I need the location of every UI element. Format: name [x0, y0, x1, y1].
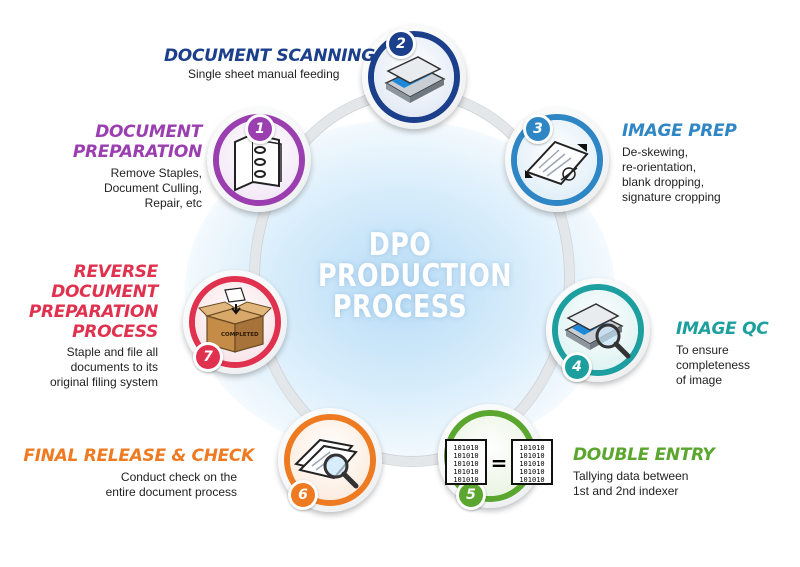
binary-row: 101010	[519, 452, 544, 460]
step-2-title: DOCUMENT SCANNING	[164, 46, 375, 66]
step-3-badge: 3	[523, 114, 553, 144]
step-3-title: IMAGE PREP	[622, 121, 737, 141]
step-3-desc-line: signature cropping	[622, 190, 721, 205]
step-7-title-line: PREPARATION	[29, 302, 158, 322]
step-1-badge: 1	[245, 114, 275, 144]
binary-row: 101010	[453, 468, 478, 476]
step-3-desc-line: De-skewing,	[622, 145, 721, 160]
step-3-description: De-skewing, re-orientation, blank droppi…	[622, 145, 721, 205]
binary-row: 101010	[453, 460, 478, 468]
binary-row: 101010	[453, 452, 478, 460]
step-3-title-line: IMAGE PREP	[622, 121, 737, 141]
binary-row: 101010	[453, 476, 478, 484]
step-1-desc-line: Remove Staples,	[104, 166, 202, 181]
step-2-badge: 2	[386, 29, 416, 59]
step-4-description: To ensure completeness of image	[676, 343, 750, 388]
completed-label: COMPLETED	[221, 332, 259, 338]
binary-compare-icon: 101010 101010 101010 101010 101010 = 101…	[444, 438, 554, 486]
step-6-circle: 6	[278, 408, 382, 512]
step-2-circle: 2	[362, 25, 466, 129]
step-6-desc-line: Conduct check on the	[106, 470, 237, 485]
binary-row: 101010	[453, 444, 478, 452]
center-title-line: PRODUCTION	[318, 261, 482, 292]
step-4-title-line: IMAGE QC	[676, 319, 768, 339]
center-title-line: DPO	[318, 230, 482, 261]
step-6-badge: 6	[288, 480, 318, 510]
step-6-title-line: FINAL RELEASE & CHECK	[23, 446, 254, 466]
step-2-title-line: DOCUMENT SCANNING	[164, 46, 375, 66]
step-1-circle: 1	[207, 108, 311, 212]
step-3-desc-line: re-orientation,	[622, 160, 721, 175]
step-3-circle: 3	[505, 108, 609, 212]
step-5-title-line: DOUBLE ENTRY	[573, 445, 714, 465]
step-7-description: Staple and file all documents to its ori…	[50, 345, 158, 390]
step-4-desc-line: of image	[676, 373, 750, 388]
step-4-title: IMAGE QC	[676, 319, 768, 339]
step-4-circle: 4	[546, 278, 650, 382]
step-7-title-line: DOCUMENT	[29, 282, 158, 302]
step-7-title-line: REVERSE	[29, 262, 158, 282]
step-7-title: REVERSE DOCUMENT PREPARATION PROCESS	[29, 262, 158, 342]
center-title-line: PROCESS	[318, 292, 482, 323]
step-1-title-line: PREPARATION	[73, 142, 202, 162]
step-5-desc-line: 1st and 2nd indexer	[573, 484, 688, 499]
step-1-description: Remove Staples, Document Culling, Repair…	[104, 166, 202, 211]
center-title: DPO PRODUCTION PROCESS	[318, 230, 482, 323]
step-5-description: Tallying data between 1st and 2nd indexe…	[573, 469, 688, 499]
step-6-description: Conduct check on the entire document pro…	[106, 470, 237, 500]
step-7-desc-line: documents to its	[50, 360, 158, 375]
step-6-desc-line: entire document process	[106, 485, 237, 500]
step-2-desc-line: Single sheet manual feeding	[188, 67, 339, 82]
step-4-desc-line: completeness	[676, 358, 750, 373]
binary-row: 101010	[519, 476, 544, 484]
binary-row: 101010	[519, 468, 544, 476]
step-1-desc-line: Repair, etc	[104, 196, 202, 211]
step-7-title-line: PROCESS	[29, 322, 158, 342]
step-3-desc-line: blank dropping,	[622, 175, 721, 190]
step-1-desc-line: Document Culling,	[104, 181, 202, 196]
step-5-desc-line: Tallying data between	[573, 469, 688, 484]
step-4-badge: 4	[562, 352, 592, 382]
step-1-title-line: DOCUMENT	[73, 122, 202, 142]
binary-row: 101010	[519, 444, 544, 452]
step-6-title: FINAL RELEASE & CHECK	[23, 446, 254, 466]
step-4-desc-line: To ensure	[676, 343, 750, 358]
step-1-title: DOCUMENT PREPARATION	[73, 122, 202, 162]
step-7-desc-line: Staple and file all	[50, 345, 158, 360]
step-5-title: DOUBLE ENTRY	[573, 445, 714, 465]
binary-row: 101010	[519, 460, 544, 468]
step-7-desc-line: original filing system	[50, 375, 158, 390]
step-7-circle: COMPLETED 7	[183, 270, 287, 374]
equals-sign: =	[491, 451, 508, 475]
step-2-description: Single sheet manual feeding	[188, 67, 339, 82]
step-7-badge: 7	[193, 342, 223, 372]
